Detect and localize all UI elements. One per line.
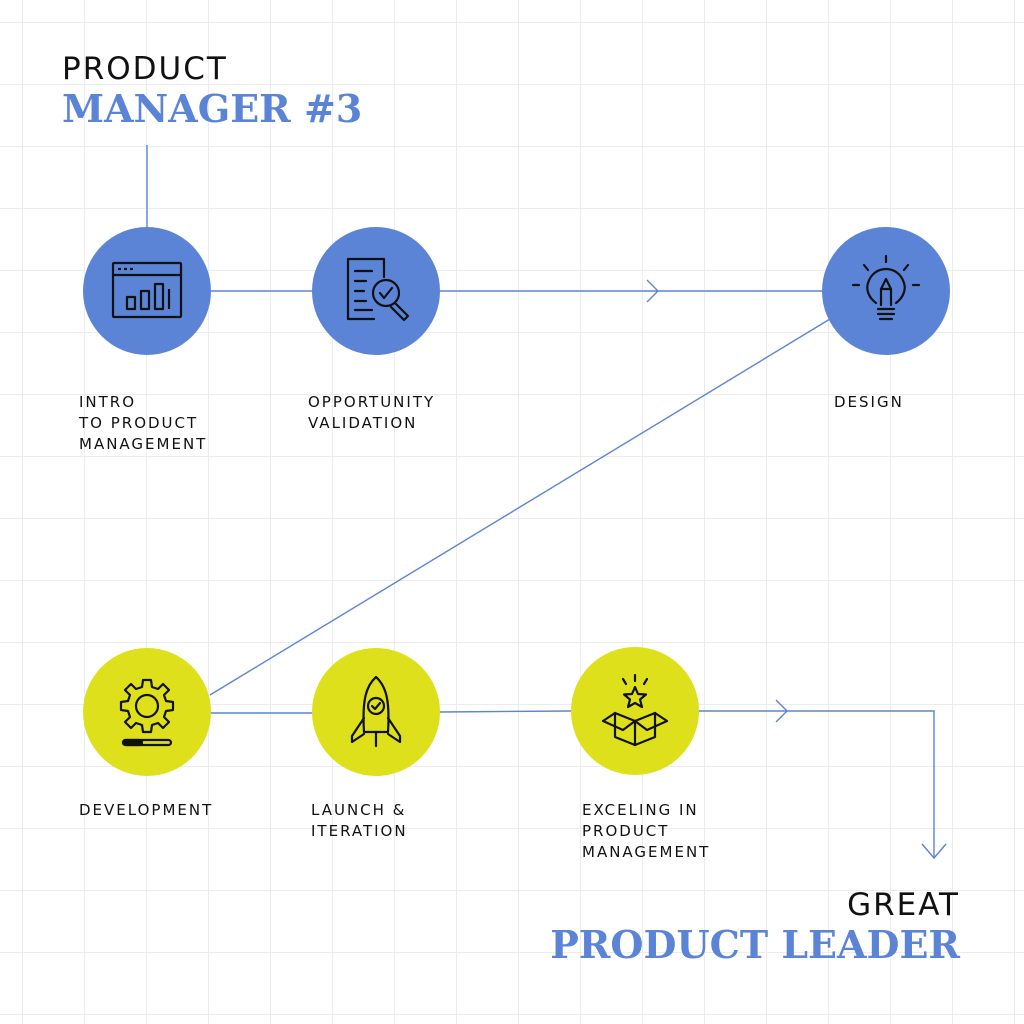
step-launch-circle	[312, 648, 440, 776]
title-line-1: PRODUCT	[62, 51, 228, 87]
connector-design-development	[209, 318, 831, 696]
arrow-chevron-bottom	[775, 699, 788, 723]
arrow-chevron-top	[646, 279, 659, 303]
step-design-circle	[822, 227, 950, 355]
step-intro-label: INTRO TO PRODUCT MANAGEMENT	[79, 393, 208, 453]
gear-progress-icon	[119, 678, 175, 747]
document-magnifier-icon	[346, 257, 410, 322]
step-opportunity-circle	[312, 227, 440, 355]
step-development-circle	[83, 648, 211, 776]
open-box-star-icon	[601, 673, 669, 747]
step-opportunity-label: OPPORTUNITY VALIDATION	[308, 393, 436, 432]
step-exceling-circle	[571, 647, 699, 775]
goal-line-1: GREAT	[847, 887, 960, 923]
step-design-label: DESIGN	[834, 393, 904, 411]
step-intro-circle	[83, 227, 211, 355]
step-exceling-label: EXCELING IN PRODUCT MANAGEMENT	[582, 801, 711, 861]
step-development-label: DEVELOPMENT	[79, 801, 214, 819]
step-launch-label: LAUNCH & ITERATION	[311, 801, 408, 840]
title-line-2: MANAGER #3	[62, 86, 363, 131]
connector-exceling-end	[699, 710, 935, 858]
browser-chart-icon	[111, 261, 183, 319]
connector-launch-exceling	[439, 710, 573, 713]
rocket-check-icon	[350, 675, 402, 748]
goal-line-2: PRODUCT LEADER	[550, 922, 960, 967]
page-title: PRODUCT MANAGER #3	[62, 52, 362, 130]
page-goal-title: GREAT PRODUCT LEADER	[550, 888, 960, 966]
arrow-head-down	[921, 843, 947, 860]
lightbulb-pencil-icon	[851, 254, 921, 321]
